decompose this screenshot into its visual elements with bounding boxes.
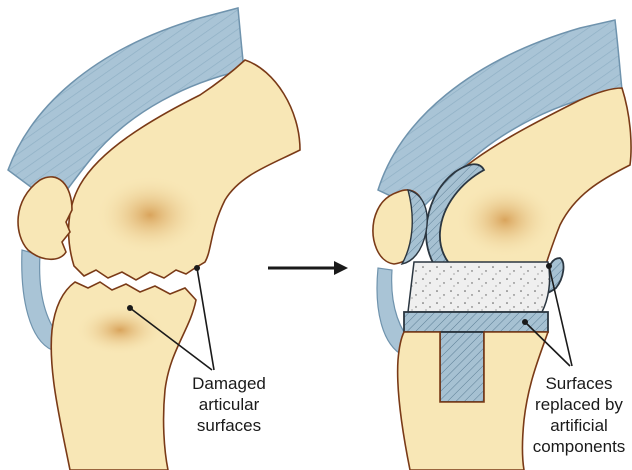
right-label-line-4: components [520,436,632,457]
left-tibia-shade [75,305,165,355]
tibial-stem [440,332,484,402]
left-leader-dot-2 [127,305,133,311]
transition-arrow [268,261,348,275]
left-patella [18,177,72,259]
right-leader-dot-1 [546,263,552,269]
left-label-line-2: articular [170,394,288,415]
replaced-surfaces-label: Surfaces replaced by artificial componen… [520,373,632,457]
right-label-line-3: artificial [520,415,632,436]
right-label-line-2: replaced by [520,394,632,415]
right-label-line-1: Surfaces [520,373,632,394]
right-femur-shade [455,182,555,258]
left-label-line-3: surfaces [170,415,288,436]
right-leader-dot-2 [522,319,528,325]
plastic-spacer [408,262,550,312]
left-label-line-1: Damaged [170,373,288,394]
left-leader-line-1 [197,268,214,370]
left-femur-shade [95,175,205,255]
left-leader-dot-1 [194,265,200,271]
damaged-surfaces-label: Damaged articular surfaces [170,373,288,436]
